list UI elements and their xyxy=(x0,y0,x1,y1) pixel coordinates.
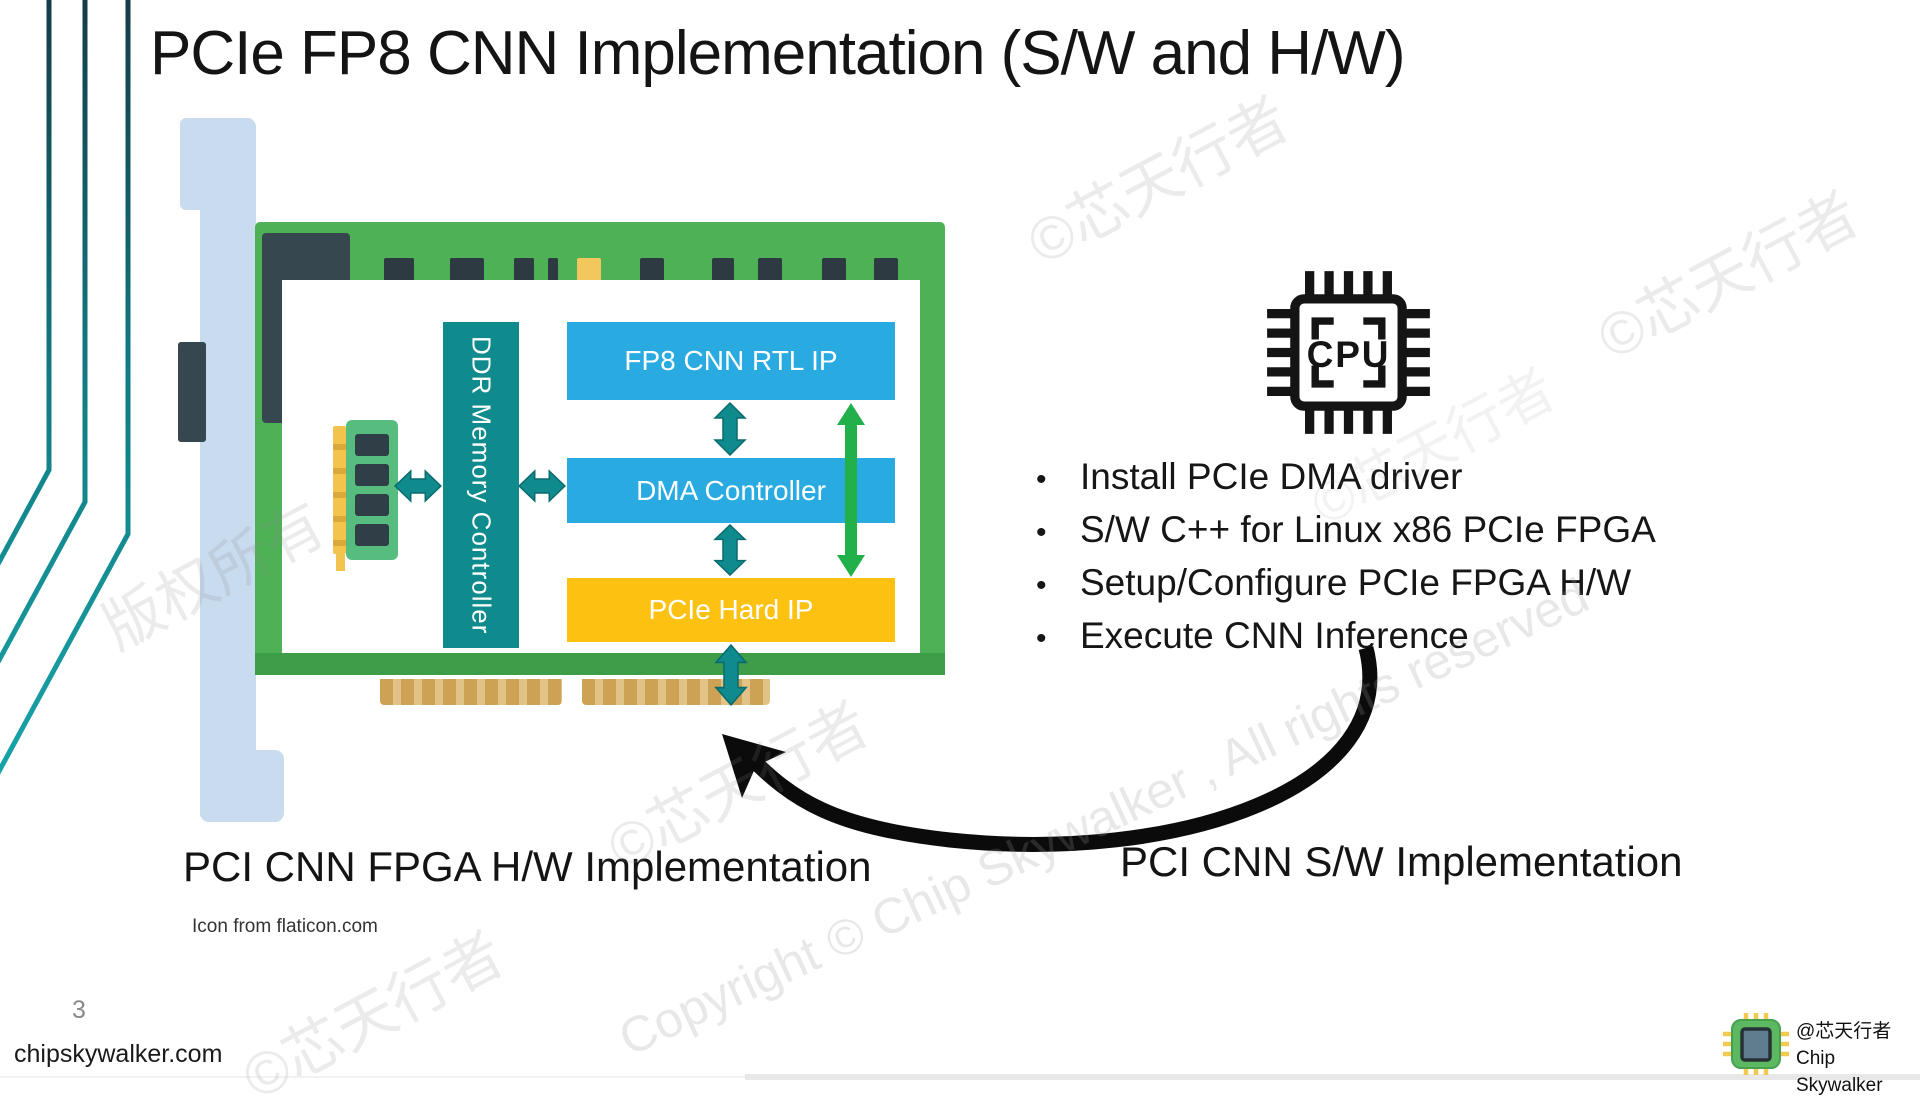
curved-arrow-head xyxy=(722,734,786,798)
brand-name: Chip Skywalker xyxy=(1796,1048,1883,1096)
dimm-chip xyxy=(355,494,389,516)
gold-fingers-left xyxy=(380,679,562,705)
card-bracket xyxy=(200,118,256,822)
arrow-ddr-dma-icon xyxy=(518,469,566,503)
dimm-chip xyxy=(355,434,389,456)
icon-credit: Icon from flaticon.com xyxy=(192,916,378,937)
cpu-icon-label: CPU xyxy=(1307,334,1391,375)
bullet-icon xyxy=(1036,505,1080,558)
sw-steps-list: Install PCIe DMA driver S/W C++ for Linu… xyxy=(1036,452,1796,664)
arrow-fp8-pcie-bypass-icon xyxy=(837,403,865,577)
bottom-strip-left xyxy=(0,1076,745,1078)
block-ddr-label: DDR Memory Controller xyxy=(466,335,497,635)
smd-component xyxy=(514,258,534,284)
dimm-pin xyxy=(336,554,345,571)
cpu-icon-body xyxy=(1290,294,1407,411)
board-bottom-edge xyxy=(255,653,945,675)
dimm-chip xyxy=(355,524,389,546)
smd-component xyxy=(758,258,782,284)
hw-implementation-caption: PCI CNN FPGA H/W Implementation xyxy=(183,843,872,890)
card-bracket-foot xyxy=(200,750,284,822)
smd-component-yellow xyxy=(577,258,601,284)
smd-component xyxy=(450,258,484,284)
arrow-pcie-bus-icon xyxy=(714,644,748,706)
footer-site: chipskywalker.com xyxy=(14,1040,223,1068)
cpu-icon-corner-brackets xyxy=(1311,317,1386,388)
slide: { "slide": { "title": "PCIe FP8 CNN Impl… xyxy=(0,0,1920,1080)
bullet-icon xyxy=(1036,452,1080,505)
list-item: S/W C++ for Linux x86 PCIe FPGA xyxy=(1036,505,1796,558)
page-title: PCIe FP8 CNN Implementation (S/W and H/W… xyxy=(150,19,1405,88)
cpu-icon-pins xyxy=(1267,271,1430,434)
list-item: Execute CNN Inference xyxy=(1036,611,1796,664)
dimm-edge-connector xyxy=(333,426,346,554)
arrow-dimm-ddr-icon xyxy=(394,469,442,503)
brand-text: @芯天行者 Chip Skywalker xyxy=(1796,1018,1920,1099)
smd-component xyxy=(874,258,898,284)
smd-component xyxy=(640,258,664,284)
decor-line-1 xyxy=(0,0,52,566)
curved-arrow-shaft xyxy=(742,646,1378,852)
step-text: S/W C++ for Linux x86 PCIe FPGA xyxy=(1080,509,1656,550)
block-fp8-label: FP8 CNN RTL IP xyxy=(624,345,838,376)
bullet-icon xyxy=(1036,558,1080,611)
block-pcie-hard-ip: PCIe Hard IP xyxy=(567,578,895,642)
bullet-icon xyxy=(1036,611,1080,664)
step-text: Execute CNN Inference xyxy=(1080,615,1469,656)
block-dma-label: DMA Controller xyxy=(636,474,826,506)
smd-component xyxy=(712,258,734,284)
smd-component xyxy=(822,258,846,284)
watermark-cn: ©芯天行者 xyxy=(232,919,515,1113)
dimm-chip xyxy=(355,464,389,486)
block-pcie-label: PCIe Hard IP xyxy=(648,594,814,625)
watermark-cn: ©芯天行者 xyxy=(1587,179,1870,373)
card-port xyxy=(178,342,206,442)
step-text: Install PCIe DMA driver xyxy=(1080,456,1463,497)
list-item: Setup/Configure PCIe FPGA H/W xyxy=(1036,558,1796,611)
brand-chip-die xyxy=(1740,1027,1772,1062)
brand-handle: @芯天行者 xyxy=(1796,1021,1892,1042)
bottom-strip-right xyxy=(745,1074,1920,1080)
sw-implementation-caption: PCI CNN S/W Implementation xyxy=(1120,838,1683,885)
left-decor-lines xyxy=(0,0,131,775)
list-item: Install PCIe DMA driver xyxy=(1036,452,1796,505)
smd-component xyxy=(548,258,558,284)
arrow-dma-pcie-icon xyxy=(713,524,747,576)
block-fp8-cnn-rtl-ip: FP8 CNN RTL IP xyxy=(567,322,895,400)
watermark-cn: ©芯天行者 xyxy=(1017,84,1300,278)
page-number: 3 xyxy=(72,996,86,1024)
decor-line-3 xyxy=(0,0,131,775)
smd-component xyxy=(384,258,414,284)
step-text: Setup/Configure PCIe FPGA H/W xyxy=(1080,562,1632,603)
cpu-icon: CPU xyxy=(1267,271,1430,434)
block-ddr-memory-controller: DDR Memory Controller xyxy=(443,322,519,648)
brand-chip-icon xyxy=(1723,1013,1789,1075)
arrow-fp8-dma-icon xyxy=(713,402,747,456)
decor-line-2 xyxy=(0,0,88,664)
block-dma-controller: DMA Controller xyxy=(567,458,895,523)
